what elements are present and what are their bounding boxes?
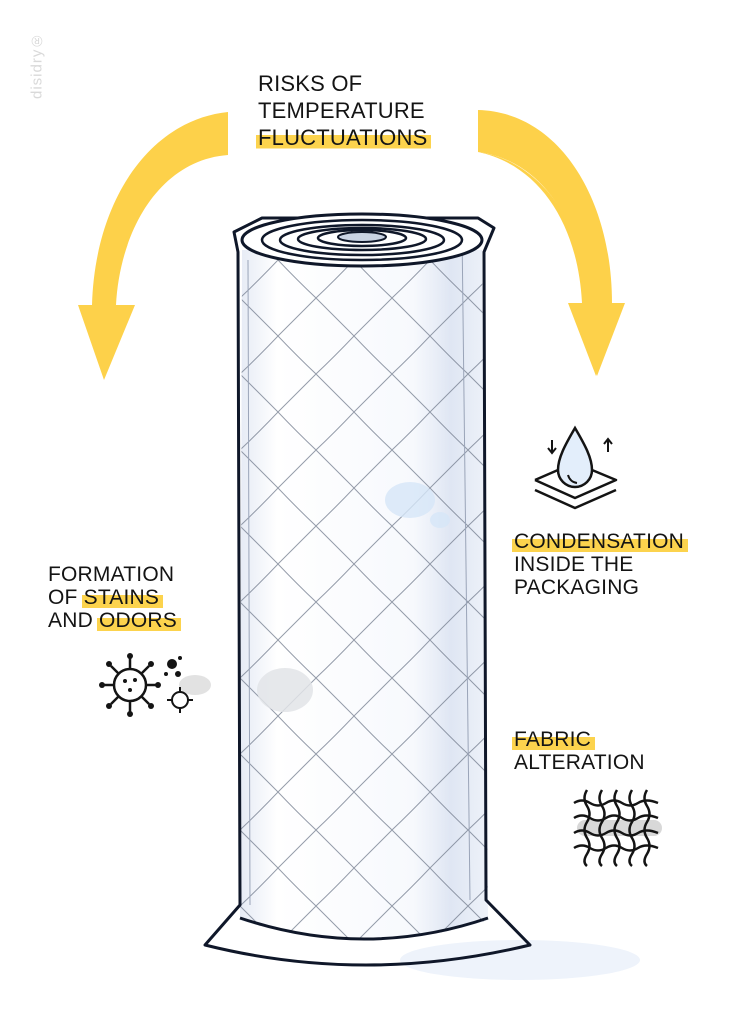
condensation-highlight: CONDENSATION: [512, 530, 689, 553]
condensation-label: CONDENSATION INSIDE THE PACKAGING: [512, 530, 689, 599]
title-line-2: TEMPERATURE: [258, 98, 425, 123]
woven-fabric-icon: [573, 789, 662, 867]
title-highlight: FLUCTUATIONS: [256, 125, 432, 150]
title: RISKS OF TEMPERATURE FLUCTUATIONS: [256, 70, 432, 151]
water-drop-layers-icon: [534, 425, 618, 510]
stains-odors-label: FORMATION OF STAINS AND ODORS: [48, 563, 181, 632]
fabric-alteration-label: FABRIC ALTERATION: [512, 728, 645, 774]
title-line-1: RISKS OF: [258, 71, 363, 96]
fabric-highlight: FABRIC: [512, 728, 596, 751]
virus-mold-icon: [99, 653, 211, 717]
